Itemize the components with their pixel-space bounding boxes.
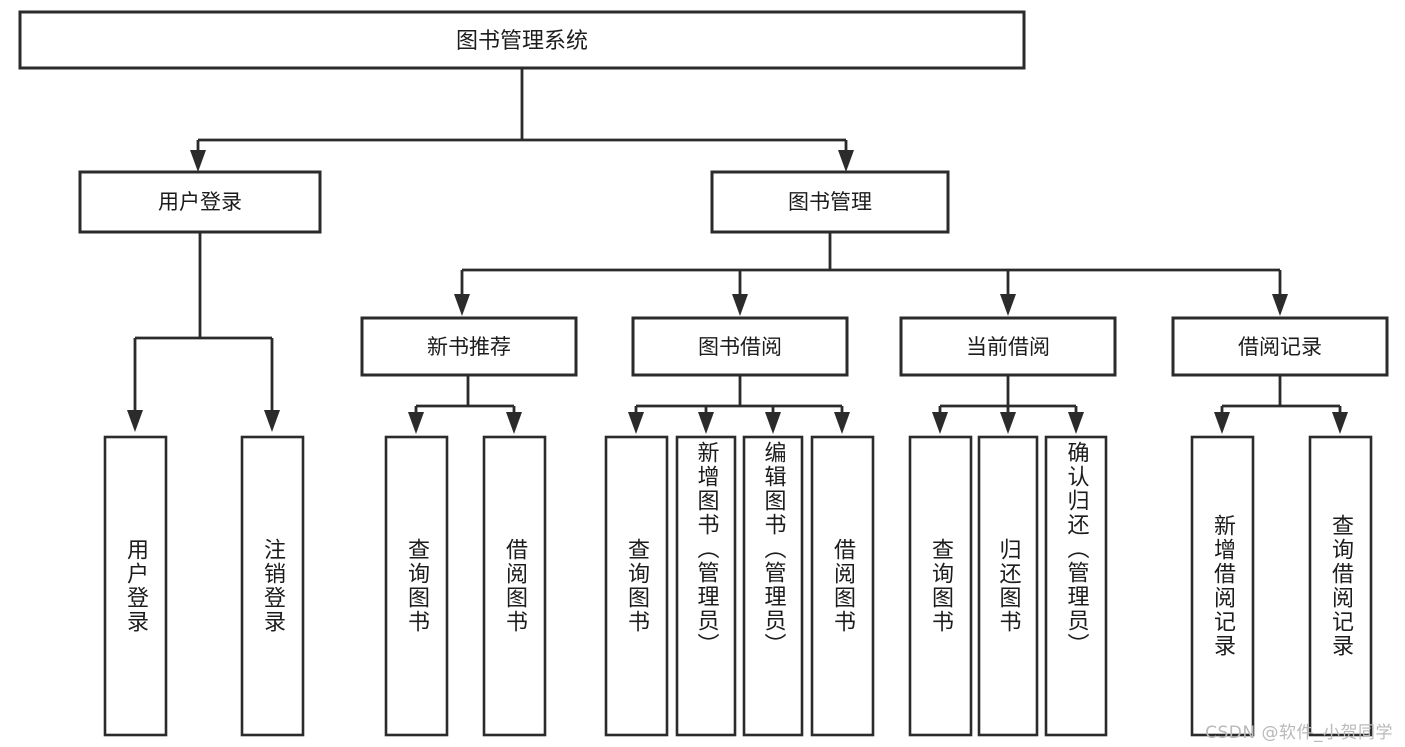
arrow-leaf-query-book-1: [408, 412, 424, 434]
node-current-borrow[interactable]: 当前借阅: [899, 316, 1117, 377]
node-leaf-add-book-box[interactable]: [675, 435, 737, 737]
node-book-borrow-label: 图书借阅: [698, 335, 782, 359]
arrow-to-current-borrow: [1000, 294, 1016, 316]
arrow-to-book-borrow: [732, 294, 748, 316]
node-layer: 图书管理系统 用户登录 图书管理 新书推荐 图书借阅: [18, 10, 1389, 737]
node-leaf-user-login-box[interactable]: [103, 435, 168, 737]
arrow-leaf-confirm-return: [1068, 412, 1084, 434]
node-leaf-confirm-return-box[interactable]: [1044, 435, 1108, 737]
arrow-leaf-borrow-book-1: [506, 412, 522, 434]
csdn-watermark: CSDN @软件_小贺同学: [1205, 723, 1393, 743]
node-current-borrow-label: 当前借阅: [966, 335, 1050, 359]
node-leaf-query-book-1-box[interactable]: [384, 435, 449, 737]
arrow-leaf-edit-book: [765, 412, 781, 434]
node-current-borrow-box[interactable]: [899, 316, 1117, 377]
connector-layer: [127, 68, 1348, 434]
node-new-book-recommend[interactable]: 新书推荐: [360, 316, 578, 377]
node-leaf-user-logout-box[interactable]: [240, 435, 305, 737]
node-book-borrow-box[interactable]: [631, 316, 849, 377]
node-leaf-query-book-3-box[interactable]: [908, 435, 973, 737]
node-leaf-borrow-book-1-box[interactable]: [482, 435, 547, 737]
node-user-login[interactable]: 用户登录: [78, 170, 322, 234]
arrow-leaf-user-login: [127, 410, 143, 432]
node-leaf-return-book-box[interactable]: [977, 435, 1039, 737]
node-borrow-record-label: 借阅记录: [1238, 335, 1322, 359]
arrow-leaf-user-logout: [264, 410, 280, 432]
arrow-to-book-management: [838, 150, 854, 172]
arrow-leaf-add-record: [1214, 412, 1230, 434]
node-book-management-label: 图书管理: [788, 190, 872, 214]
node-user-login-label: 用户登录: [158, 190, 242, 214]
arrow-leaf-return-book: [1000, 412, 1016, 434]
arrow-to-user-login: [190, 150, 206, 172]
node-book-management-box[interactable]: [710, 170, 950, 234]
arrow-leaf-query-record: [1332, 412, 1348, 434]
arrow-leaf-query-book-2: [628, 412, 644, 434]
node-user-login-box[interactable]: [78, 170, 322, 234]
node-leaf-add-record-box[interactable]: [1190, 435, 1255, 737]
node-new-book-recommend-label: 新书推荐: [427, 335, 511, 359]
arrow-to-borrow-record: [1272, 294, 1288, 316]
node-root-label: 图书管理系统: [456, 29, 588, 54]
node-leaf-query-book-2-box[interactable]: [604, 435, 669, 737]
node-book-borrow[interactable]: 图书借阅: [631, 316, 849, 377]
node-leaf-borrow-book-2-box[interactable]: [810, 435, 875, 737]
arrow-leaf-add-book: [698, 412, 714, 434]
arrow-to-new-book: [454, 294, 470, 316]
node-borrow-record[interactable]: 借阅记录: [1171, 316, 1389, 377]
node-root-box[interactable]: [18, 10, 1026, 70]
node-leaf-query-record-box[interactable]: [1308, 435, 1373, 737]
node-root[interactable]: 图书管理系统: [18, 10, 1026, 70]
node-borrow-record-box[interactable]: [1171, 316, 1389, 377]
node-book-management[interactable]: 图书管理: [710, 170, 950, 234]
arrow-leaf-borrow-book-2: [834, 412, 850, 434]
node-new-book-recommend-box[interactable]: [360, 316, 578, 377]
node-leaf-edit-book-box[interactable]: [742, 435, 804, 737]
arrow-leaf-query-book-3: [932, 412, 948, 434]
